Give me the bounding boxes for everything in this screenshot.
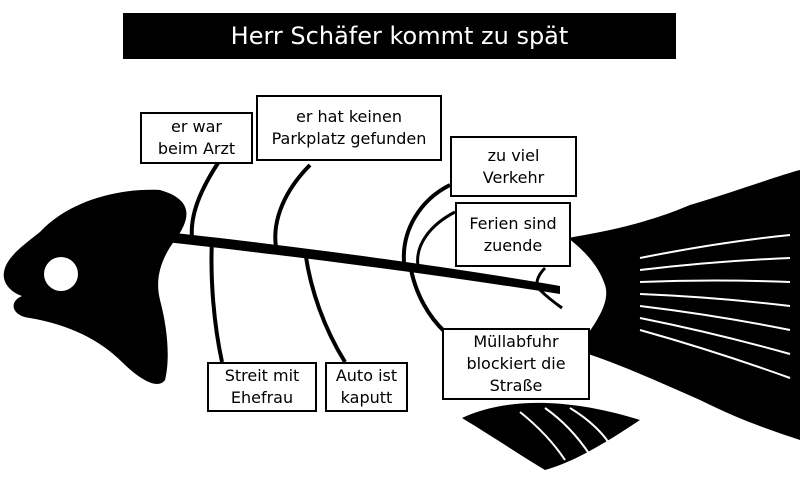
cause-box-ferien: Ferien sind zuende bbox=[455, 202, 571, 267]
cause-line: Auto ist bbox=[335, 366, 398, 385]
tail-rays bbox=[639, 234, 791, 379]
diagram-title: Herr Schäfer kommt zu spät bbox=[123, 13, 676, 59]
fish-spine bbox=[165, 232, 560, 294]
rib-upper-5 bbox=[535, 266, 547, 291]
cause-line: Ehefrau bbox=[230, 388, 294, 407]
rib-upper-2 bbox=[273, 163, 312, 248]
rib-lower-4 bbox=[538, 288, 563, 310]
rib-upper-4 bbox=[416, 210, 456, 267]
fish-head bbox=[3, 189, 187, 384]
cause-box-ehefrau: Streit mit Ehefrau bbox=[207, 362, 317, 412]
cause-box-verkehr: zu viel Verkehr bbox=[450, 136, 577, 197]
cause-line: kaputt bbox=[340, 388, 393, 407]
rib-lower-1 bbox=[209, 237, 224, 363]
cause-line: zu viel bbox=[487, 145, 540, 165]
cause-line: zuende bbox=[483, 235, 543, 255]
cause-line: blockiert die bbox=[466, 354, 566, 373]
cause-line: Verkehr bbox=[482, 167, 545, 187]
cause-box-arzt: er war beim Arzt bbox=[140, 112, 253, 164]
cause-line: Streit mit bbox=[224, 366, 300, 385]
rib-upper-1 bbox=[189, 158, 222, 239]
fish-ventral-fin bbox=[462, 402, 640, 470]
cause-line: er war bbox=[171, 117, 222, 136]
rib-lower-2 bbox=[303, 249, 347, 364]
fish-tail bbox=[568, 170, 800, 440]
rib-lower-3 bbox=[408, 263, 447, 334]
rib-upper-3 bbox=[401, 183, 451, 263]
cause-line: Parkplatz gefunden bbox=[271, 129, 427, 148]
ventral-fin-rays bbox=[519, 407, 613, 461]
cause-box-parkplatz: er hat keinen Parkplatz gefunden bbox=[256, 95, 442, 161]
cause-box-muell: Müllabfuhr blockiert die Straße bbox=[442, 328, 590, 400]
cause-line: Ferien sind bbox=[469, 213, 557, 233]
cause-line: er hat keinen bbox=[296, 107, 402, 126]
cause-line: beim Arzt bbox=[157, 139, 236, 158]
cause-line: Müllabfuhr bbox=[473, 332, 559, 351]
cause-box-auto: Auto ist kaputt bbox=[325, 362, 408, 412]
cause-line: Straße bbox=[489, 376, 543, 395]
fish-eye bbox=[44, 257, 78, 291]
